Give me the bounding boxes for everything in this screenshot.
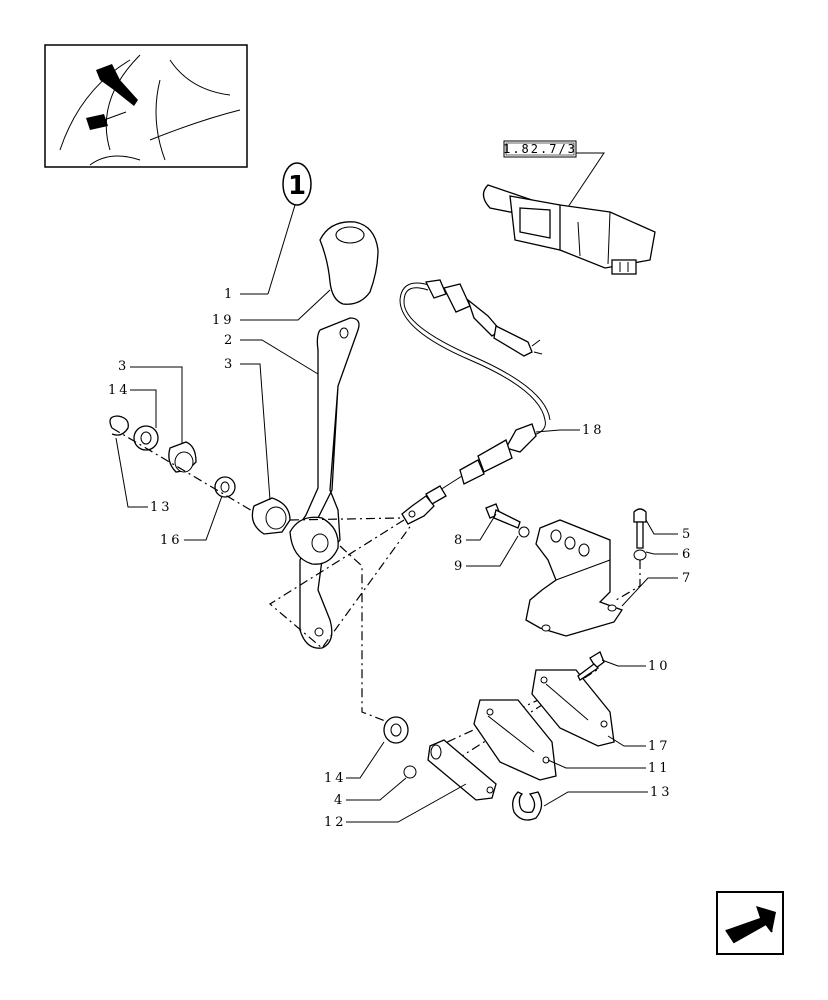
callout-3-left: 3 — [118, 359, 129, 374]
next-page-arrow-icon[interactable] — [716, 891, 784, 955]
bushings-left — [109, 415, 291, 535]
callout-19: 19 — [212, 313, 235, 328]
callout-4: 4 — [334, 793, 345, 808]
bolt-washer-8-9 — [485, 503, 530, 538]
reference-box: 1.82.7/3 — [503, 140, 577, 158]
callout-9: 9 — [454, 559, 465, 574]
callout-13-right: 13 — [650, 785, 673, 800]
callout-17: 17 — [648, 739, 671, 754]
gear-knob — [319, 221, 379, 305]
group-number: 1 — [288, 171, 306, 201]
control-cable — [399, 279, 551, 525]
callout-16: 16 — [160, 533, 183, 548]
leader-lines — [115, 289, 678, 823]
callout-labels: 1 19 2 3 3 14 13 16 18 8 9 5 6 7 10 17 1… — [108, 287, 693, 830]
callout-11: 11 — [648, 761, 671, 776]
callout-14-left: 14 — [108, 383, 131, 398]
callout-7: 7 — [682, 571, 693, 586]
bolt-10 — [577, 651, 605, 681]
callout-5: 5 — [682, 527, 693, 542]
callout-14-bottom: 14 — [324, 771, 347, 786]
mounting-bracket — [525, 519, 623, 637]
clamp-halves — [473, 669, 615, 781]
switch-assembly — [482, 184, 656, 275]
pin-assembly — [383, 716, 543, 821]
group-number-badge: 1 — [282, 162, 312, 206]
callout-2: 2 — [224, 333, 235, 348]
callout-3-upper: 3 — [224, 357, 235, 372]
reference-label: 1.82.7/3 — [503, 142, 577, 156]
callout-6: 6 — [682, 547, 693, 562]
bolt-nut-5-6 — [615, 508, 647, 601]
locator-thumbnail — [44, 44, 248, 168]
callout-10: 10 — [648, 659, 671, 674]
callout-12: 12 — [324, 815, 347, 830]
callout-18: 18 — [582, 423, 605, 438]
gear-lever — [289, 317, 360, 649]
callout-13-left: 13 — [150, 500, 173, 515]
callout-8: 8 — [454, 533, 465, 548]
callout-1: 1 — [224, 287, 235, 302]
